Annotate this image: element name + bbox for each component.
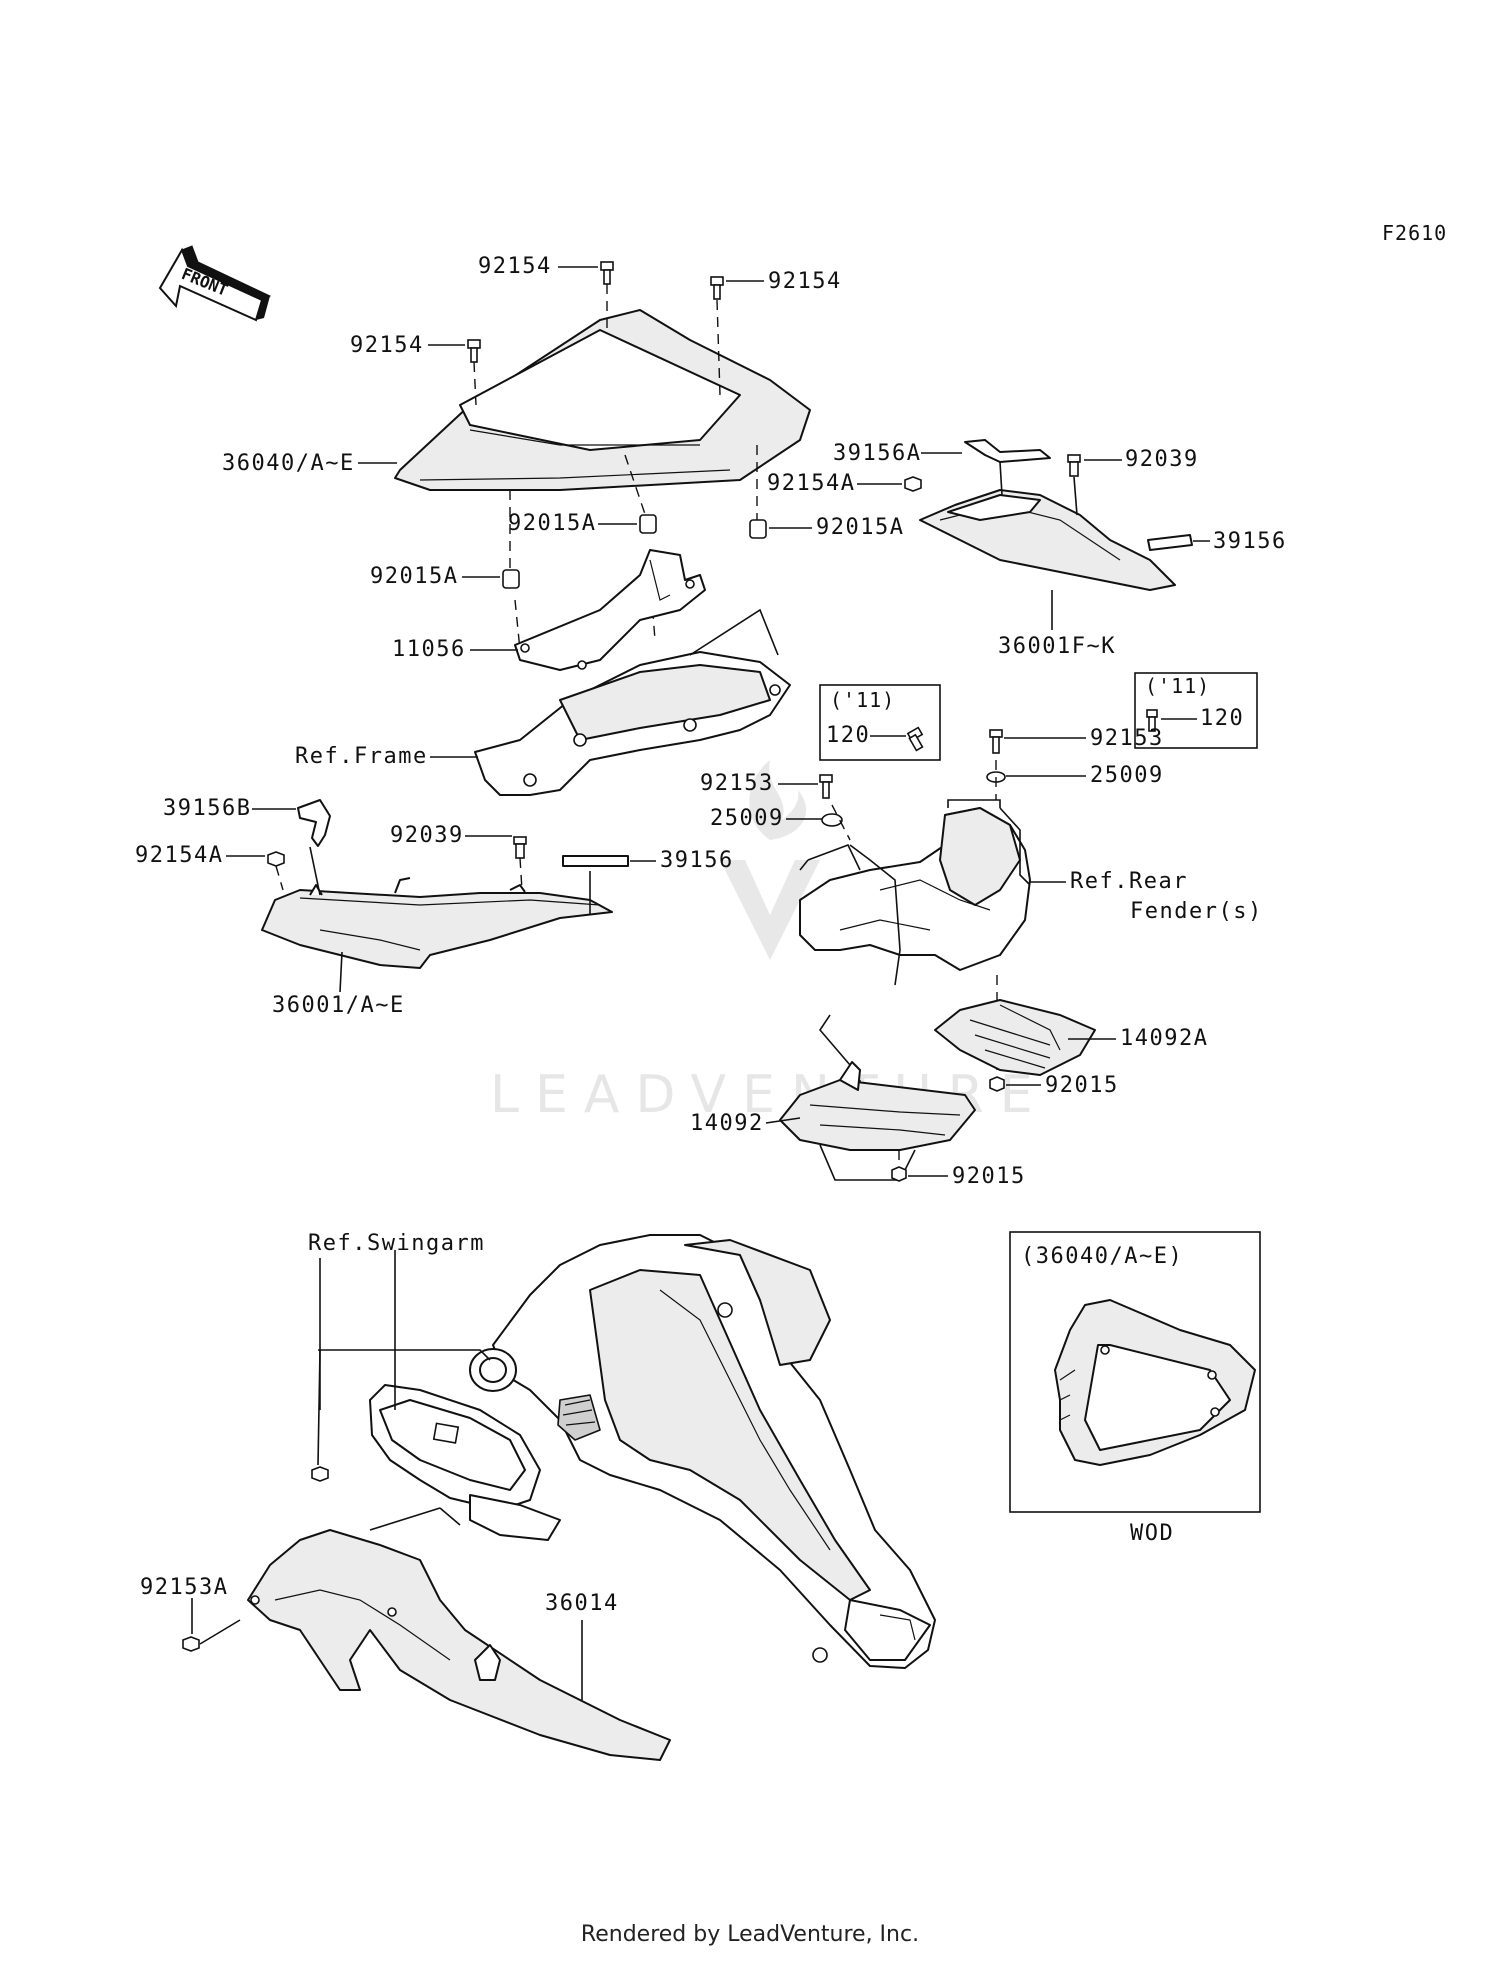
cover-14092A [934, 999, 1096, 1076]
rivet-92039-right [1067, 454, 1081, 477]
year-box-left [819, 684, 941, 761]
spacer-92015A-right [749, 519, 767, 539]
label-39156A: 39156A [833, 441, 921, 466]
spacer-92015A-left [502, 569, 520, 589]
label-92154-left: 92154 [350, 333, 424, 358]
label-ref-rear: Ref.Rear [1070, 869, 1188, 894]
side-cover-36001AE [261, 877, 613, 969]
label-92153A: 92153A [140, 1575, 228, 1600]
plate-39156B [297, 799, 331, 847]
screw-guard [311, 1466, 329, 1482]
bolt-92153-mid [819, 774, 833, 799]
label-92154A-right: 92154A [767, 471, 855, 496]
watermark-logo [720, 760, 820, 960]
chain-guard [369, 1384, 601, 1541]
label-ref-frame: Ref.Frame [295, 744, 428, 769]
bolt-120-right [1146, 709, 1158, 732]
label-92153-mid: 92153 [700, 771, 774, 796]
bolt-92154-b [710, 276, 724, 300]
label-year-right: ('11) [1145, 674, 1210, 698]
label-92153-right: 92153 [1090, 726, 1164, 751]
front-arrow-icon: FRONT [158, 245, 272, 322]
label-36014: 36014 [545, 1591, 619, 1616]
label-36001AE: 36001/A~E [272, 993, 405, 1018]
label-92039-left: 92039 [390, 823, 464, 848]
label-36040: 36040/A~E [222, 451, 355, 476]
rivet-92039-left [513, 836, 527, 859]
label-92015A-mid: 92015A [508, 511, 596, 536]
label-92039-right: 92039 [1125, 447, 1199, 472]
label-92015-lower: 92015 [952, 1164, 1026, 1189]
label-120-left: 120 [826, 723, 870, 748]
label-25009-mid: 25009 [710, 806, 784, 831]
bolt-92154-a [600, 261, 614, 285]
label-inset-caption: WOD [1130, 1521, 1174, 1546]
label-92154-right: 92154 [768, 269, 842, 294]
chain-guard-36014 [247, 1529, 671, 1761]
footer-credit: Rendered by LeadVenture, Inc. [580, 1922, 920, 1947]
diagram-code: F2610 [1382, 221, 1447, 245]
inset-box [1009, 1231, 1261, 1513]
bolt-92153-right [989, 729, 1003, 754]
bolt-120-left [906, 726, 924, 752]
label-92015A-right: 92015A [816, 515, 904, 540]
strip-39156-right [1147, 534, 1193, 551]
label-92015-upper: 92015 [1045, 1073, 1119, 1098]
rear-fender-ref [799, 807, 1031, 971]
year-box-right [1134, 672, 1258, 749]
screw-92154A-right [904, 476, 922, 492]
bolt-92153A [182, 1636, 200, 1652]
label-39156-right: 39156 [1213, 529, 1287, 554]
side-cover-36001FK [919, 489, 1176, 591]
screw-92154A-left [267, 851, 285, 867]
seat-cover-36040 [394, 309, 811, 491]
label-inset-title: (36040/A~E) [1021, 1244, 1183, 1269]
swingarm-ref [469, 1234, 936, 1669]
inset-seat-cover [1054, 1299, 1256, 1466]
label-14092A: 14092A [1120, 1026, 1208, 1051]
label-120-right: 120 [1200, 706, 1244, 731]
washer-25009-mid [821, 813, 843, 827]
label-92154-top: 92154 [478, 254, 552, 279]
label-14092: 14092 [690, 1111, 764, 1136]
label-92154A-left: 92154A [135, 843, 223, 868]
label-36001FK: 36001F~K [998, 634, 1116, 659]
label-11056: 11056 [392, 637, 466, 662]
label-25009-right: 25009 [1090, 763, 1164, 788]
label-ref-swingarm: Ref.Swingarm [308, 1231, 485, 1256]
nut-92015-lower [891, 1166, 907, 1182]
plate-39156A [964, 439, 1051, 463]
nut-92015-upper [989, 1076, 1005, 1092]
spacer-92015A-mid [639, 514, 657, 534]
label-year-left: ('11) [830, 688, 895, 712]
bolt-92154-c [467, 339, 481, 363]
label-39156-left: 39156 [660, 848, 734, 873]
label-ref-fender: Fender(s) [1130, 899, 1263, 924]
bracket-11056 [514, 549, 706, 671]
label-39156B: 39156B [163, 796, 251, 821]
strip-39156-left [562, 855, 629, 867]
cover-14092 [779, 1061, 976, 1151]
label-92015A-left: 92015A [370, 564, 458, 589]
frame-ref [474, 651, 791, 796]
